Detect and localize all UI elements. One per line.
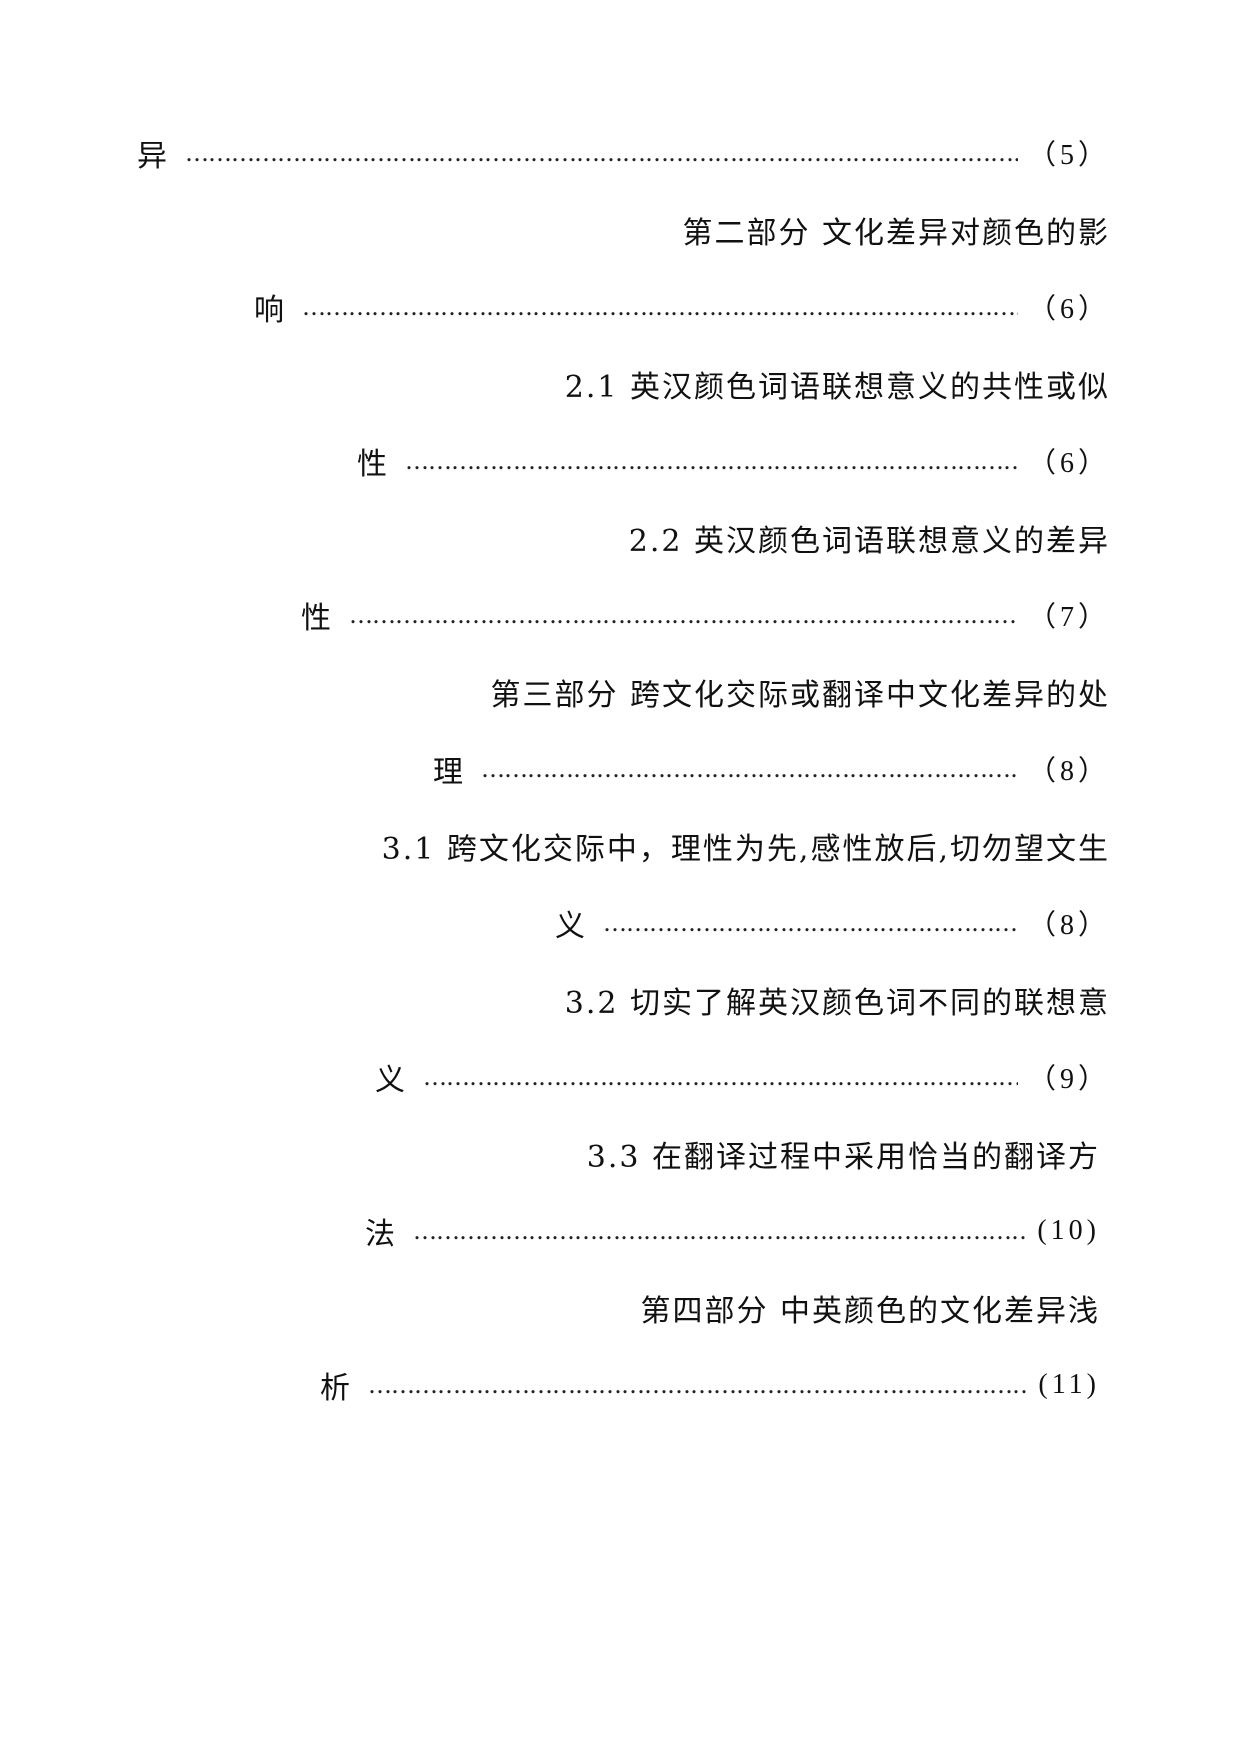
toc-entry-text: 性 — [357, 447, 389, 482]
toc-page-number: （6） — [1027, 448, 1110, 479]
toc-entry-heading: 3.3 在翻译过程中采用恰当的翻译方 — [480, 1124, 1100, 1184]
toc-entry-text: 3.2 切实了解英汉颜色词不同的联想意 — [564, 986, 1110, 1021]
toc-entry-text: 第二部分 文化差异对颜色的影 — [682, 216, 1110, 251]
toc-entry-heading: 第四部分 中英颜色的文化差异浅 — [520, 1278, 1100, 1338]
toc-entry-text: 3.3 在翻译过程中采用恰当的翻译方 — [586, 1140, 1100, 1175]
toc-entry-text: 义 — [375, 1063, 407, 1098]
dot-leader: …………………………………………………………………………………………………………… — [423, 1063, 1018, 1091]
dot-leader: …………………………………………………………………………………………………………… — [481, 755, 1018, 783]
toc-entry-heading: 3.1 跨文化交际中，理性为先,感性放后,切勿望文生 — [270, 816, 1110, 876]
toc-entry-continuation: 性 ……………………………………………………………………………………………………… — [301, 585, 1110, 645]
toc-entry-continuation: 理 ……………………………………………………………………………………………………… — [433, 739, 1110, 799]
toc-page-number: （9） — [1027, 1064, 1110, 1095]
toc-entry-continuation: 义 ……………………………………………………………………………………………………… — [555, 893, 1110, 953]
toc-page-number: （7） — [1027, 602, 1110, 633]
toc-entry-heading: 2.1 英汉颜色词语联想意义的共性或似 — [460, 354, 1110, 414]
toc-entry-text: 响 — [254, 293, 286, 328]
dot-leader: …………………………………………………………………………………………………………… — [405, 447, 1018, 475]
toc-entry-continuation: 法 ……………………………………………………………………………………………………… — [365, 1201, 1100, 1261]
toc-page-number: （8） — [1027, 910, 1110, 941]
toc-entry-heading: 3.2 切实了解英汉颜色词不同的联想意 — [460, 970, 1110, 1030]
toc-page-number: (10) — [1037, 1215, 1100, 1246]
toc-entry-text: 第四部分 中英颜色的文化差异浅 — [640, 1294, 1100, 1329]
dot-leader: …………………………………………………………………………………………………………… — [349, 601, 1018, 629]
toc-entry-text: 性 — [301, 601, 333, 636]
toc-entry-text: 3.1 跨文化交际中，理性为先,感性放后,切勿望文生 — [381, 832, 1110, 867]
toc-entry-text: 法 — [365, 1217, 397, 1252]
toc-page-number: (11) — [1038, 1369, 1100, 1400]
dot-leader: …………………………………………………………………………………………………………… — [413, 1217, 1027, 1245]
toc-entry-continuation: 性 ……………………………………………………………………………………………………… — [357, 431, 1110, 491]
toc-entry-continuation: 析 ……………………………………………………………………………………………………… — [320, 1355, 1100, 1415]
toc-entry-text: 第三部分 跨文化交际或翻译中文化差异的处 — [490, 678, 1110, 713]
dot-leader: …………………………………………………………………………………………………………… — [603, 909, 1018, 937]
toc-entry-continuation: 响 ……………………………………………………………………………………………………… — [254, 277, 1110, 337]
toc-entry-text: 理 — [433, 755, 465, 790]
dot-leader: …………………………………………………………………………………………………………… — [368, 1371, 1029, 1399]
dot-leader: …………………………………………………………………………………………………………… — [185, 139, 1018, 167]
toc-entry-text: 析 — [320, 1371, 352, 1406]
toc-page-number: （5） — [1027, 140, 1110, 171]
toc-entry-heading: 第二部分 文化差异对颜色的影 — [560, 200, 1110, 260]
toc-page-number: （8） — [1027, 756, 1110, 787]
toc-entry-text: 2.2 英汉颜色词语联想意义的差异 — [628, 524, 1110, 559]
toc-entry-heading: 2.2 英汉颜色词语联想意义的差异 — [520, 508, 1110, 568]
toc-entry-text: 异 — [137, 139, 169, 174]
toc-entry-continuation: 异 ……………………………………………………………………………………………………… — [137, 123, 1110, 183]
dot-leader: …………………………………………………………………………………………………………… — [302, 293, 1018, 321]
toc-entry-heading: 第三部分 跨文化交际或翻译中文化差异的处 — [380, 662, 1110, 722]
toc-entry-text: 义 — [555, 909, 587, 944]
toc-entry-continuation: 义 ……………………………………………………………………………………………………… — [375, 1047, 1110, 1107]
toc-entry-text: 2.1 英汉颜色词语联想意义的共性或似 — [564, 370, 1110, 405]
toc-page-number: （6） — [1027, 294, 1110, 325]
